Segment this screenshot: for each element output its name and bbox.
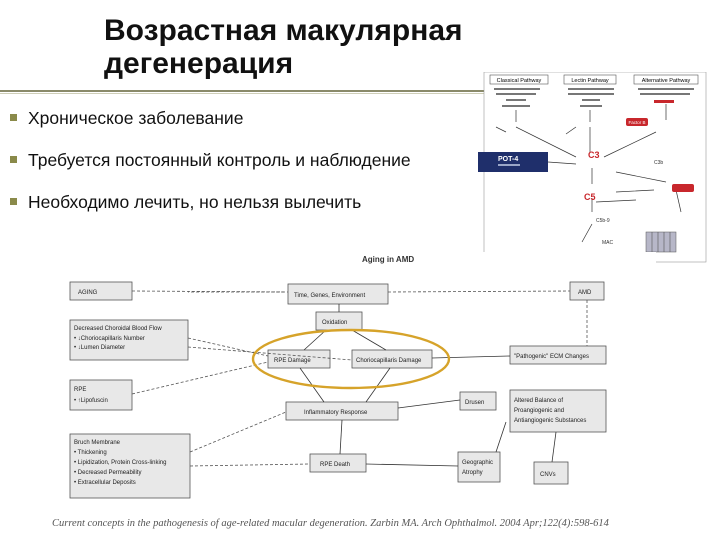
amd-label: AMD <box>578 290 592 296</box>
membrane-pore-icon <box>645 231 677 253</box>
pathway-detail-text <box>494 88 694 107</box>
bruch-item: • Extracellular Deposits <box>74 480 136 486</box>
choroidal-flow-box <box>69 319 189 361</box>
environment-label: Time, Genes, Environment <box>294 293 365 299</box>
pot4-drug-label: POT-4 <box>498 156 518 163</box>
highlight-oval <box>251 328 451 390</box>
alternative-pathway-header <box>633 74 699 85</box>
choroidal-item: • ↓Choriocapillaris Number <box>74 336 145 342</box>
bruch-box <box>69 433 191 499</box>
bullet-item: Необходимо лечить, но нельзя вылечить <box>10 190 480 232</box>
drusen-label: Drusen <box>465 400 484 406</box>
amd-pathogenesis-diagram: Aging in AMD AGING Time, Genes, Environm… <box>56 252 656 514</box>
c3-node: C3 <box>588 150 600 160</box>
c3b-node: C3b <box>654 160 663 166</box>
rpe-box <box>69 379 133 411</box>
complement-pathway-figure: Classical Pathway Lectin Pathway Alterna… <box>478 72 707 263</box>
bullet-marker-icon <box>10 198 17 205</box>
bullet-text: Необходимо лечить, но нельзя вылечить <box>28 192 362 212</box>
bruch-item: • Decreased Permeability <box>74 470 141 476</box>
cnvs-label: CNVs <box>540 472 556 478</box>
bruch-item: • Lipidization, Protein Cross-linking <box>74 460 166 466</box>
cnvs-box <box>533 461 569 485</box>
bullet-list: Хроническое заболевание Требуется постоя… <box>10 106 480 232</box>
balance-line: Antiangiogenic Substances <box>514 418 586 424</box>
bullet-marker-icon <box>10 156 17 163</box>
environment-box <box>287 283 389 305</box>
bruch-item: • Thickening <box>74 450 107 456</box>
choroidal-title: Decreased Choroidal Blood Flow <box>74 326 162 332</box>
bullet-item: Требуется постоянный контроль и наблюден… <box>10 148 480 190</box>
ga-line: Geographic <box>462 460 493 466</box>
bullet-item: Хроническое заболевание <box>10 106 480 148</box>
classical-pathway-header <box>489 74 549 85</box>
ga-box <box>457 451 501 483</box>
bullet-text: Требуется постоянный контроль и наблюден… <box>28 150 411 170</box>
bruch-title: Bruch Membrane <box>74 440 121 446</box>
c5-node: C5 <box>584 192 596 202</box>
classical-pathway-label: Classical Pathway <box>497 78 542 84</box>
bullet-text: Хроническое заболевание <box>28 108 244 128</box>
factor-b-badge-2 <box>672 184 694 192</box>
factor-b-badge <box>626 118 648 126</box>
rpe-damage-label: RPE Damage <box>274 358 311 364</box>
cc-damage-box <box>351 349 433 369</box>
balance-box <box>509 389 607 433</box>
oxidation-label: Oxidation <box>322 320 347 326</box>
choroidal-item: • ↓Lumen Diameter <box>74 345 125 351</box>
citation: Current concepts in the pathogenesis of … <box>52 518 609 529</box>
rpe-title: RPE <box>74 387 86 393</box>
rpe-death-label: RPE Death <box>320 462 350 468</box>
inflammatory-label: Inflammatory Response <box>304 410 368 416</box>
rpe-death-box <box>309 453 367 473</box>
balance-line: Altered Balance of <box>514 398 563 404</box>
title-line-1: Возрастная макулярная <box>104 14 463 47</box>
ga-line: Atrophy <box>462 470 483 476</box>
alternative-pathway-label: Alternative Pathway <box>642 78 691 84</box>
title-line-2: дегенерация <box>104 47 294 80</box>
factor-b-label: Factor B <box>628 120 645 125</box>
lectin-pathway-header <box>563 74 617 85</box>
drusen-box <box>459 391 497 411</box>
bullet-marker-icon <box>10 114 17 121</box>
mac-node: MAC <box>602 240 614 246</box>
aging-label: AGING <box>78 290 98 296</box>
diagram-title: Aging in AMD <box>362 255 414 264</box>
balance-line: Proangiogenic and <box>514 408 564 414</box>
lectin-pathway-label: Lectin Pathway <box>571 78 609 84</box>
slide-title: Возрастная макулярная дегенерация <box>104 14 504 80</box>
c5b9-node: C5b-9 <box>596 218 610 224</box>
pot4-drug-box <box>478 152 548 172</box>
ecm-changes-box <box>509 345 607 365</box>
ecm-changes-label: "Pathogenic" ECM Changes <box>514 354 589 360</box>
title-divider <box>0 90 500 94</box>
cc-damage-label: Choriocapillaris Damage <box>356 358 422 364</box>
rpe-item: • ↑Lipofuscin <box>74 398 108 404</box>
